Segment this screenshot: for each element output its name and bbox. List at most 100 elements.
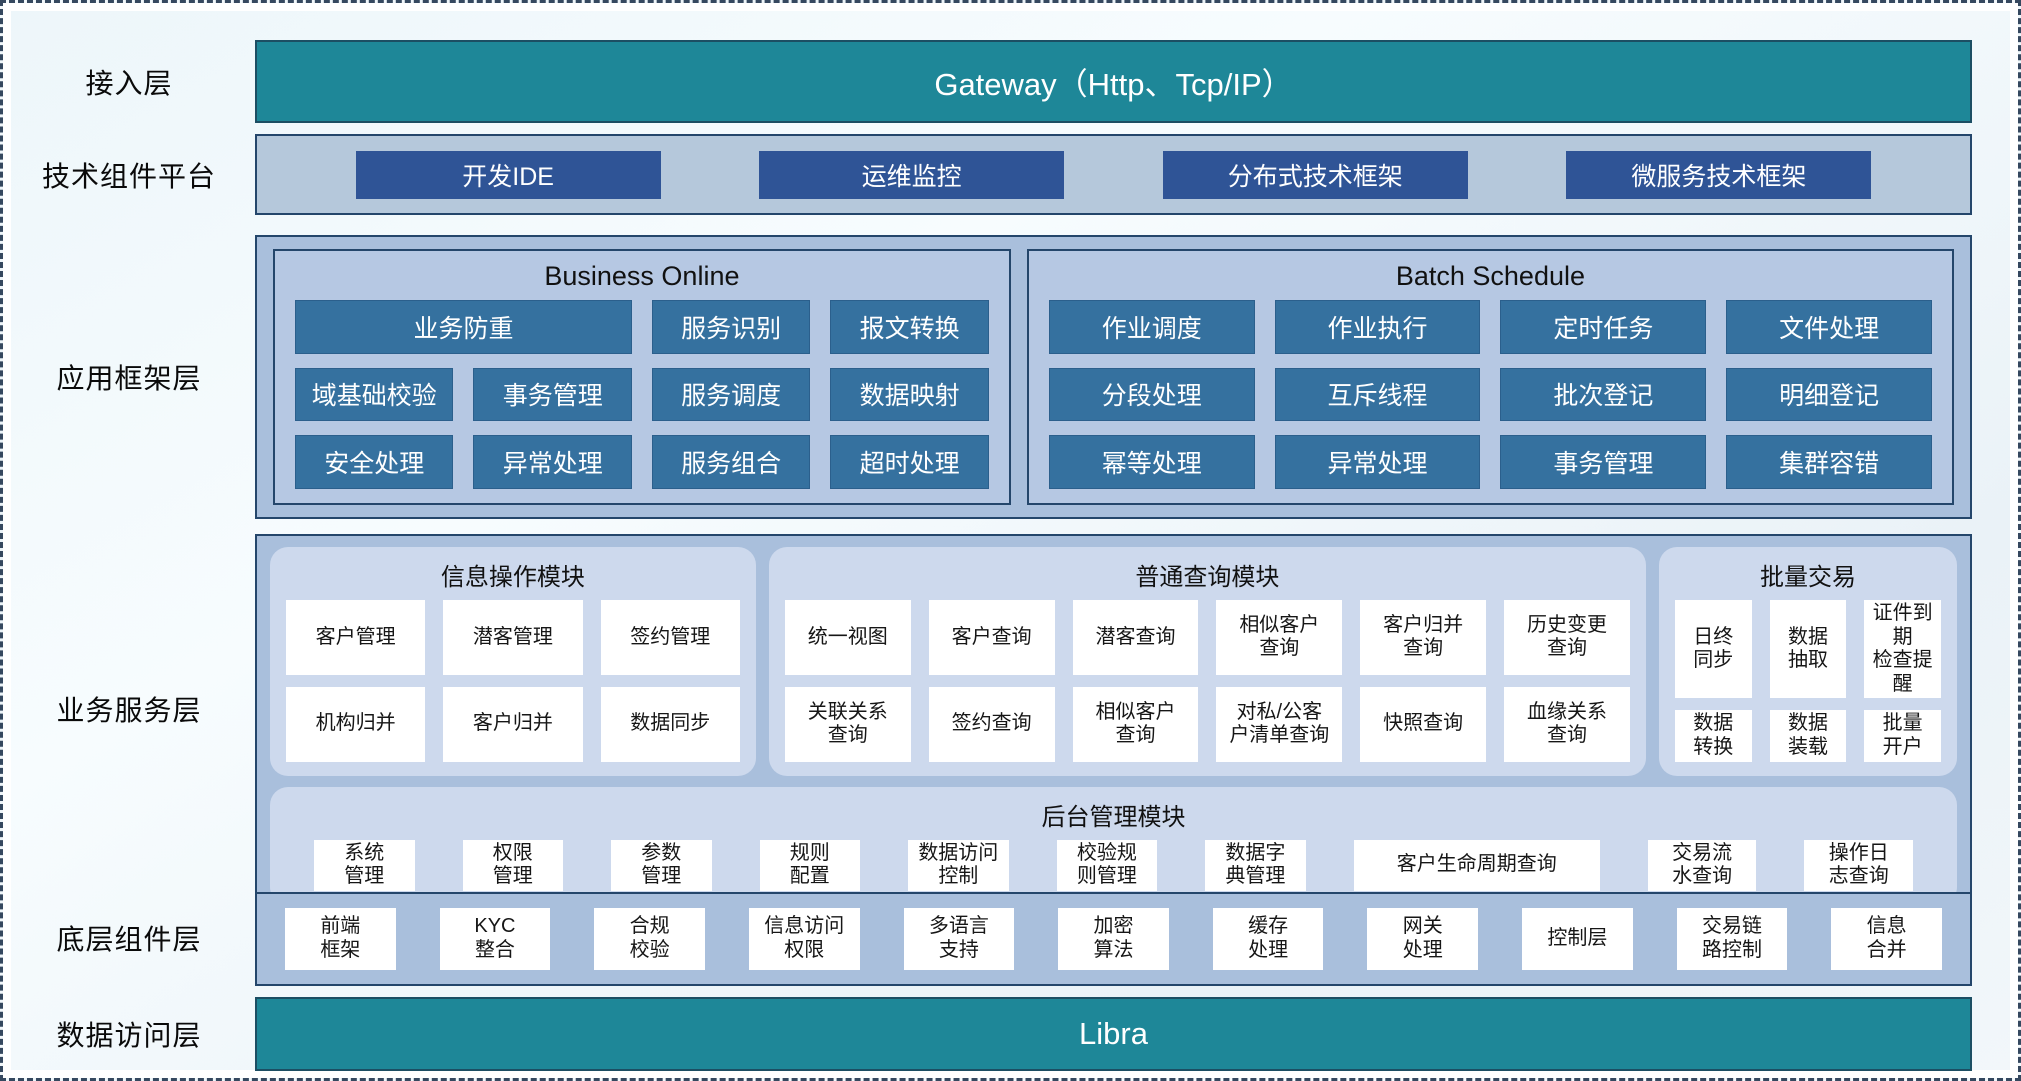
business-online-box: Business Online 业务防重 服务识别 报文转换 域基础校验 事务管… <box>273 249 1011 505</box>
bs-cell: 明细登记 <box>1726 367 1932 422</box>
tech-platform-row: 技术组件平台 开发IDE 运维监控 分布式技术框架 微服务技术框架 <box>3 134 2018 215</box>
bs-cell: 作业调度 <box>1048 300 1255 354</box>
bs-cell: 文件处理 <box>1726 300 1932 354</box>
bs-cell: 幂等处理 <box>1048 435 1255 489</box>
base-components-grid: 前端 框架 KYC 整合 合规 校验 信息访问 权限 多语言 支持 加密 算法 … <box>285 908 1942 970</box>
batch-schedule-box: Batch Schedule 作业调度 作业执行 定时任务 文件处理 分段处理 … <box>1026 249 1954 505</box>
info-cell: 客户管理 <box>286 600 426 675</box>
batch-trade-cell: 证件到期 检查提醒 <box>1864 600 1941 699</box>
query-cell: 对私/公客 户清单查询 <box>1216 686 1343 762</box>
query-cell: 相似客户 查询 <box>1216 600 1343 675</box>
query-module-grid: 统一视图 客户查询 潜客查询 相似客户 查询 客户归并 查询 历史变更 查询 关… <box>784 600 1630 762</box>
base-components-row: 底层组件层 前端 框架 KYC 整合 合规 校验 信息访问 权限 多语言 支持 … <box>3 892 2018 986</box>
backend-module-title: 后台管理模块 <box>1041 803 1186 831</box>
backend-module-grid: 系统 管理 权限 管理 参数 管理 规则 配置 数据访问 控制 校验规 则管理 … <box>286 839 1941 891</box>
gateway-bar: Gateway（Http、Tcp/IP） <box>255 40 1972 123</box>
base-cell: 前端 框架 <box>285 908 396 970</box>
base-cell: 交易链 路控制 <box>1676 908 1788 970</box>
data-access-label: 数据访问层 <box>56 1020 202 1051</box>
info-module-grid: 客户管理 潜客管理 签约管理 机构归并 客户归并 数据同步 <box>286 600 740 762</box>
base-cell: 合规 校验 <box>594 908 705 970</box>
backend-cell: 校验规 则管理 <box>1056 839 1158 891</box>
business-service-row: 业务服务层 信息操作模块 客户管理 潜客管理 签约管理 机构归并 客户归并 <box>3 534 2018 918</box>
tech-platform-panel: 开发IDE 运维监控 分布式技术框架 微服务技术框架 <box>255 134 1972 215</box>
service-modules-row: 信息操作模块 客户管理 潜客管理 签约管理 机构归并 客户归并 数据同步 <box>270 547 1957 776</box>
backend-cell: 交易流 水查询 <box>1647 839 1757 891</box>
base-cell: 缓存 处理 <box>1212 908 1324 970</box>
base-cell: 多语言 支持 <box>903 908 1015 970</box>
tech-platform-label: 技术组件平台 <box>41 160 216 192</box>
tech-item-distributed-framework: 分布式技术框架 <box>1162 150 1468 199</box>
bs-cell: 事务管理 <box>1500 435 1707 489</box>
query-cell: 客户归并 查询 <box>1360 600 1487 675</box>
bs-cell: 作业执行 <box>1274 300 1481 354</box>
backend-cell: 系统 管理 <box>314 839 415 891</box>
data-access-row: 数据访问层 Libra <box>3 997 2018 1071</box>
bo-cell: 数据映射 <box>830 367 989 422</box>
batch-trade-cell: 数据 装载 <box>1769 710 1847 762</box>
backend-cell: 权限 管理 <box>462 839 564 891</box>
tech-item-dev-ide: 开发IDE <box>355 150 661 199</box>
query-cell: 历史变更 查询 <box>1504 600 1630 675</box>
access-layer-row: 接入层 Gateway（Http、Tcp/IP） <box>3 40 2018 123</box>
backend-cell: 参数 管理 <box>611 839 712 891</box>
business-online-grid: 业务防重 服务识别 报文转换 域基础校验 事务管理 服务调度 数据映射 安全处理… <box>295 300 989 489</box>
app-framework-panel: Business Online 业务防重 服务识别 报文转换 域基础校验 事务管… <box>255 235 1972 519</box>
batch-trade-module: 批量交易 日终 同步 数据 抽取 证件到期 检查提醒 数据 转换 数据 装载 批… <box>1658 547 1957 776</box>
business-service-panel: 信息操作模块 客户管理 潜客管理 签约管理 机构归并 客户归并 数据同步 <box>255 534 1972 918</box>
bo-cell: 安全处理 <box>295 435 454 489</box>
base-cell: 加密 算法 <box>1058 908 1169 970</box>
tech-item-ops-monitor: 运维监控 <box>759 150 1065 199</box>
query-cell: 统一视图 <box>784 600 911 675</box>
bo-cell: 服务识别 <box>651 300 811 354</box>
base-cell: 控制层 <box>1522 908 1633 970</box>
bs-cell: 集群容错 <box>1726 435 1932 489</box>
bo-cell: 事务管理 <box>473 367 632 422</box>
bs-cell: 异常处理 <box>1274 435 1481 489</box>
info-cell: 客户归并 <box>443 686 583 762</box>
batch-trade-grid: 日终 同步 数据 抽取 证件到期 检查提醒 数据 转换 数据 装载 批量 开户 <box>1674 600 1941 762</box>
app-framework-row: 应用框架层 Business Online 业务防重 服务识别 报文转换 域基础… <box>3 235 2018 519</box>
libra-bar: Libra <box>255 997 1972 1071</box>
bs-cell: 定时任务 <box>1500 300 1707 354</box>
query-cell: 签约查询 <box>928 686 1055 762</box>
business-online-title: Business Online <box>544 261 740 291</box>
backend-cell: 数据字 典管理 <box>1205 839 1306 891</box>
bo-cell: 域基础校验 <box>295 367 454 422</box>
base-cell: 信息访问 权限 <box>748 908 860 970</box>
batch-schedule-title: Batch Schedule <box>1395 261 1585 291</box>
query-module-title: 普通查询模块 <box>1135 564 1280 591</box>
bs-cell: 批次登记 <box>1500 367 1707 422</box>
query-cell: 潜客查询 <box>1072 600 1199 675</box>
query-cell: 血缘关系 查询 <box>1504 686 1630 762</box>
info-cell: 签约管理 <box>600 600 740 675</box>
batch-schedule-grid: 作业调度 作业执行 定时任务 文件处理 分段处理 互斥线程 批次登记 明细登记 … <box>1048 300 1932 489</box>
info-cell: 数据同步 <box>600 686 740 762</box>
info-cell: 潜客管理 <box>443 600 583 675</box>
batch-trade-cell: 数据 转换 <box>1674 710 1752 762</box>
info-module: 信息操作模块 客户管理 潜客管理 签约管理 机构归并 客户归并 数据同步 <box>270 547 756 776</box>
base-components-panel: 前端 框架 KYC 整合 合规 校验 信息访问 权限 多语言 支持 加密 算法 … <box>255 892 1972 986</box>
query-cell: 相似客户 查询 <box>1072 686 1199 762</box>
query-module: 普通查询模块 统一视图 客户查询 潜客查询 相似客户 查询 客户归并 查询 历史… <box>768 547 1646 776</box>
base-cell: 网关 处理 <box>1367 908 1479 970</box>
business-service-label: 业务服务层 <box>56 694 202 726</box>
query-cell: 客户查询 <box>928 600 1055 675</box>
info-module-title: 信息操作模块 <box>440 564 585 591</box>
query-cell: 关联关系 查询 <box>784 686 911 762</box>
backend-cell: 规则 配置 <box>759 839 861 891</box>
batch-trade-title: 批量交易 <box>1759 564 1856 591</box>
bo-cell: 服务调度 <box>651 367 811 422</box>
query-cell: 快照查询 <box>1360 686 1487 762</box>
tech-item-microservice-framework: 微服务技术框架 <box>1566 150 1872 199</box>
backend-cell: 客户生命周期查询 <box>1353 839 1600 891</box>
base-cell: 信息 合并 <box>1831 908 1942 970</box>
batch-trade-cell: 数据 抽取 <box>1769 600 1847 699</box>
app-framework-label: 应用框架层 <box>56 363 202 394</box>
bo-cell: 超时处理 <box>830 435 989 489</box>
base-cell: KYC 整合 <box>439 908 551 970</box>
access-layer-label: 接入层 <box>85 67 173 99</box>
base-components-label: 底层组件层 <box>56 924 202 955</box>
bo-cell: 服务组合 <box>651 435 811 489</box>
